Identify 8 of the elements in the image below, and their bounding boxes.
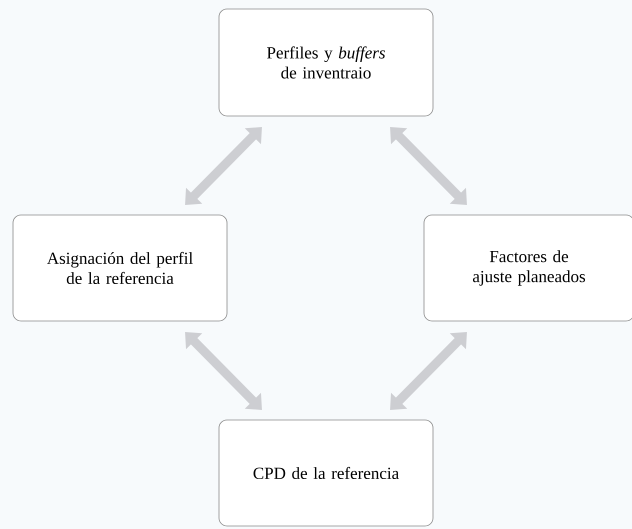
double-arrow [390,127,467,205]
process-box: Asignación del perfil de la referencia [12,214,228,322]
double-arrow [390,332,467,410]
double-arrow [185,127,262,205]
process-box: Factores de ajuste planeados [424,214,632,322]
double-arrow [185,332,262,410]
process-box: CPD de la referencia [218,420,434,526]
process-box: Perfiles y buffers de inventraio [218,8,434,116]
